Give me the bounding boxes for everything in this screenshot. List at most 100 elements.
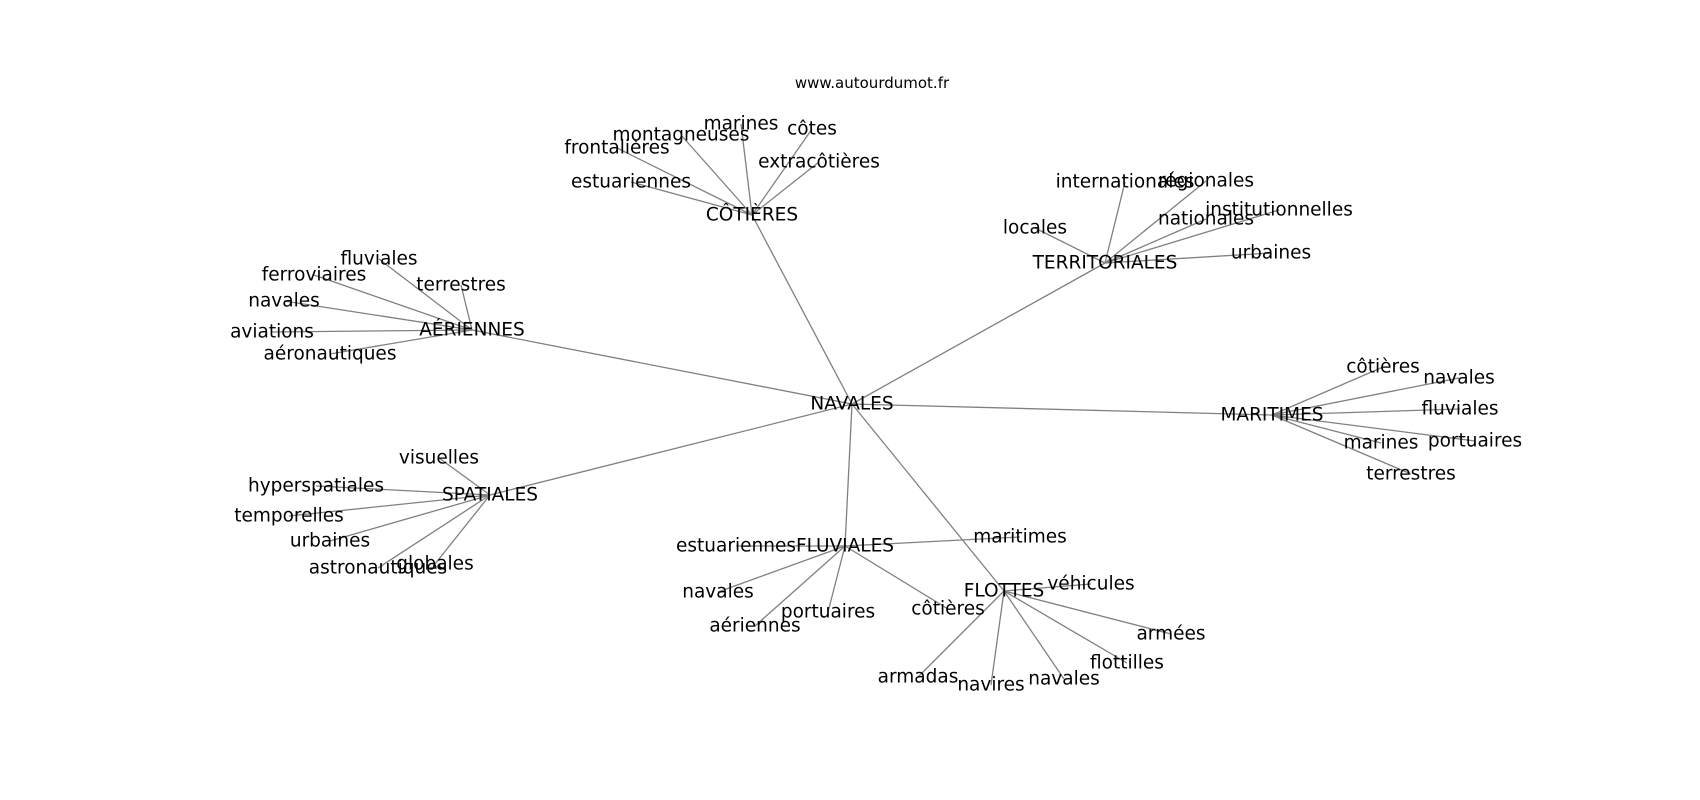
edge-fluviales-leaf-0 xyxy=(844,536,1021,547)
leaf-node-maritimes-4: marines xyxy=(1344,433,1419,454)
edge-flottes-leaf-1 xyxy=(1003,590,1172,635)
leaf-node-flottes-4: navires xyxy=(957,675,1024,696)
edge-maritimes-leaf-4 xyxy=(1271,414,1382,444)
edge-cotieres-leaf-0 xyxy=(630,181,753,216)
edge-flottes-leaf-0 xyxy=(1003,583,1092,592)
leaf-node-cotieres-0: estuariennes xyxy=(571,172,691,193)
leaf-node-aeriennes-5: aéronautiques xyxy=(264,344,397,365)
hub-node-spatiales: SPATIALES xyxy=(442,485,538,506)
leaf-node-maritimes-3: portuaires xyxy=(1428,431,1522,452)
edge-spatiales-leaf-4 xyxy=(377,494,491,569)
hub-node-maritimes: MARITIMES xyxy=(1220,405,1323,426)
edge-root-spatiales xyxy=(489,403,853,496)
watermark-text: www.autourdumot.fr xyxy=(795,74,950,92)
edge-maritimes-leaf-3 xyxy=(1271,414,1476,442)
edge-fluviales-leaf-2 xyxy=(717,545,846,593)
edge-maritimes-leaf-1 xyxy=(1271,377,1460,416)
leaf-node-fluviales-1: estuariennes xyxy=(676,536,796,557)
leaf-node-territoriales-5: urbaines xyxy=(1231,243,1311,264)
edge-spatiales-leaf-2 xyxy=(288,494,491,517)
edge-territoriales-leaf-5 xyxy=(1104,252,1272,264)
edge-root-fluviales xyxy=(844,403,853,547)
edge-fluviales-leaf-4 xyxy=(827,545,846,613)
leaf-node-maritimes-5: terrestres xyxy=(1366,464,1456,485)
leaf-node-fluviales-2: navales xyxy=(682,582,754,603)
edge-spatiales-leaf-3 xyxy=(329,494,491,542)
edge-aeriennes-leaf-0 xyxy=(378,258,473,331)
leaf-node-territoriales-4: nationales xyxy=(1158,209,1254,230)
leaf-node-cotieres-5: extracôtières xyxy=(758,152,880,173)
edge-flottes-leaf-2 xyxy=(1003,590,1128,664)
edge-root-territoriales xyxy=(851,262,1106,405)
edge-aeriennes-leaf-2 xyxy=(283,300,473,331)
leaf-node-fluviales-5: côtières xyxy=(911,599,985,620)
leaf-node-territoriales-0: locales xyxy=(1003,218,1067,239)
edge-territoriales-leaf-1 xyxy=(1104,181,1126,264)
leaf-node-maritimes-1: navales xyxy=(1423,368,1495,389)
edge-spatiales-leaf-1 xyxy=(315,485,491,496)
leaf-node-aeriennes-3: terrestres xyxy=(416,275,506,296)
graph-edges xyxy=(271,123,1476,686)
edge-territoriales-leaf-4 xyxy=(1104,218,1207,264)
edge-aeriennes-leaf-5 xyxy=(329,329,473,355)
leaf-node-spatiales-3: urbaines xyxy=(290,531,370,552)
leaf-node-fluviales-0: maritimes xyxy=(973,527,1067,548)
edge-flottes-leaf-3 xyxy=(1003,590,1065,680)
leaf-node-flottes-2: flottilles xyxy=(1090,653,1164,674)
graph-nodes: NAVALESCÔTIÈRESestuariennesfrontalièresm… xyxy=(230,114,1522,696)
leaf-node-spatiales-1: hyperspatiales xyxy=(248,476,384,497)
edge-territoriales-leaf-3 xyxy=(1104,209,1280,264)
edge-spatiales-leaf-5 xyxy=(434,494,491,565)
edge-maritimes-leaf-0 xyxy=(1271,366,1384,416)
leaf-node-cotieres-4: côtes xyxy=(787,119,837,140)
leaf-node-maritimes-0: côtières xyxy=(1346,357,1420,378)
hub-node-aeriennes: AÉRIENNES xyxy=(419,319,524,341)
leaf-node-territoriales-1: internationales xyxy=(1056,172,1195,193)
leaf-node-flottes-5: armadas xyxy=(878,667,959,688)
edge-territoriales-leaf-2 xyxy=(1104,180,1207,264)
leaf-node-spatiales-4: astronautiques xyxy=(309,558,447,579)
leaf-node-cotieres-3: marines xyxy=(704,114,779,135)
edge-fluviales-leaf-3 xyxy=(754,545,846,627)
edge-maritimes-leaf-5 xyxy=(1271,414,1412,475)
edge-cotieres-leaf-2 xyxy=(680,134,753,216)
edge-aeriennes-leaf-3 xyxy=(460,284,473,331)
hub-node-fluviales: FLUVIALES xyxy=(796,536,894,557)
leaf-node-cotieres-1: frontalières xyxy=(564,138,669,159)
edge-aeriennes-leaf-1 xyxy=(313,274,473,331)
leaf-node-fluviales-4: portuaires xyxy=(781,602,875,623)
leaf-node-aeriennes-2: navales xyxy=(248,291,320,312)
leaf-node-territoriales-3: institutionnelles xyxy=(1205,200,1353,221)
leaf-node-aeriennes-4: aviations xyxy=(230,322,314,343)
edge-root-flottes xyxy=(851,403,1005,592)
leaf-node-spatiales-0: visuelles xyxy=(399,448,479,469)
hub-node-cotieres: CÔTIÈRES xyxy=(706,204,798,226)
edge-root-cotieres xyxy=(751,214,853,405)
edge-root-aeriennes xyxy=(471,329,853,405)
leaf-node-aeriennes-1: ferroviaires xyxy=(262,265,366,286)
edge-cotieres-leaf-3 xyxy=(740,123,753,216)
root-node-label: NAVALES xyxy=(810,394,893,415)
hub-node-flottes: FLOTTES xyxy=(964,581,1045,602)
edge-cotieres-leaf-5 xyxy=(751,161,820,216)
edge-flottes-leaf-4 xyxy=(990,590,1005,686)
leaf-node-flottes-0: véhicules xyxy=(1047,574,1134,595)
edge-cotieres-leaf-4 xyxy=(751,128,813,216)
edge-root-maritimes xyxy=(851,403,1273,416)
edge-territoriales-leaf-0 xyxy=(1034,227,1106,264)
leaf-node-aeriennes-0: fluviales xyxy=(341,249,418,270)
leaf-node-flottes-1: armées xyxy=(1136,624,1205,645)
leaf-node-territoriales-2: régionales xyxy=(1158,171,1254,192)
leaf-node-flottes-3: navales xyxy=(1028,669,1100,690)
edge-maritimes-leaf-2 xyxy=(1271,408,1461,416)
edge-cotieres-leaf-1 xyxy=(616,147,753,216)
edge-fluviales-leaf-5 xyxy=(844,545,949,610)
edge-flottes-leaf-5 xyxy=(917,590,1005,678)
hub-node-territoriales: TERRITORIALES xyxy=(1032,253,1178,274)
edge-spatiales-leaf-0 xyxy=(438,457,491,496)
leaf-node-spatiales-5: globales xyxy=(396,554,473,575)
edge-aeriennes-leaf-4 xyxy=(271,329,473,333)
leaf-node-fluviales-3: aériennes xyxy=(709,616,800,637)
leaf-node-cotieres-2: montagneuses xyxy=(613,125,750,146)
leaf-node-spatiales-2: temporelles xyxy=(234,506,344,527)
